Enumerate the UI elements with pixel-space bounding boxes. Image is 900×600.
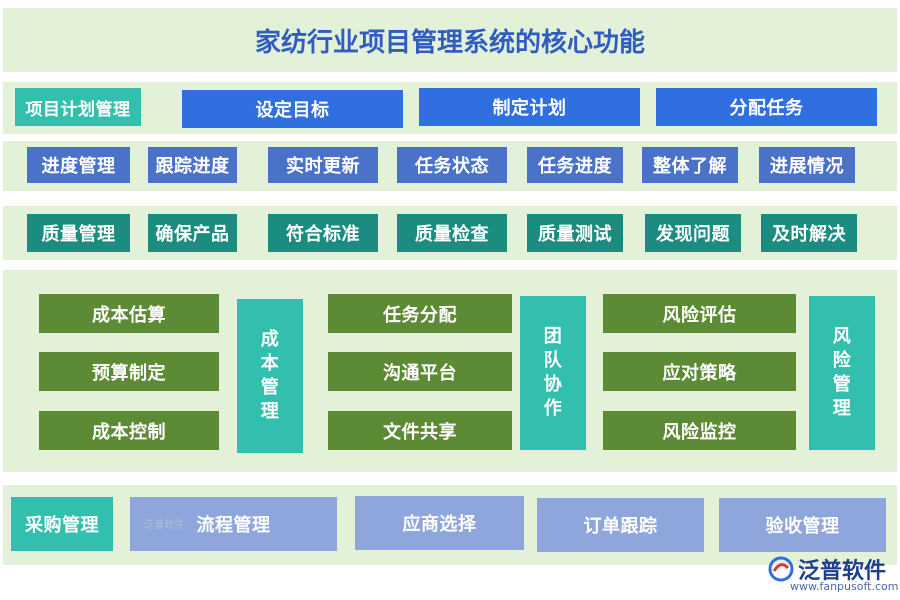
cost-group-label-text: 成本管理 bbox=[260, 329, 280, 422]
team-item-1[interactable]: 沟通平台 bbox=[328, 352, 512, 391]
purchase-item-3[interactable]: 验收管理 bbox=[719, 498, 886, 552]
team-item-0[interactable]: 任务分配 bbox=[328, 294, 512, 333]
team-item-2[interactable]: 文件共享 bbox=[328, 411, 512, 450]
quality-item-3[interactable]: 质量检查 bbox=[397, 214, 507, 252]
brand-url: www.fanpusoft.com bbox=[790, 580, 899, 593]
quality-item-4[interactable]: 质量测试 bbox=[527, 214, 623, 252]
cost-group-label[interactable]: 成本管理 bbox=[237, 299, 303, 453]
brand: 泛普软件 bbox=[768, 553, 886, 585]
progress-item-0[interactable]: 进度管理 bbox=[27, 147, 130, 183]
watermark: 泛普软件 bbox=[144, 516, 184, 531]
risk-item-1[interactable]: 应对策略 bbox=[603, 352, 796, 391]
plan-label[interactable]: 项目计划管理 bbox=[15, 88, 141, 126]
purchase-label[interactable]: 采购管理 bbox=[11, 497, 113, 551]
progress-item-4[interactable]: 任务进度 bbox=[527, 147, 623, 183]
purchase-item-2[interactable]: 订单跟踪 bbox=[537, 498, 704, 552]
progress-item-3[interactable]: 任务状态 bbox=[397, 147, 507, 183]
progress-item-5[interactable]: 整体了解 bbox=[642, 147, 738, 183]
plan-item-set-goal[interactable]: 设定目标 bbox=[182, 90, 403, 128]
team-group-label-text: 团队协作 bbox=[543, 326, 563, 419]
brand-logo-icon bbox=[768, 556, 794, 582]
quality-item-1[interactable]: 确保产品 bbox=[148, 214, 237, 252]
page-title: 家纺行业项目管理系统的核心功能 bbox=[254, 28, 645, 58]
quality-item-5[interactable]: 发现问题 bbox=[645, 214, 741, 252]
quality-item-6[interactable]: 及时解决 bbox=[761, 214, 857, 252]
progress-item-6[interactable]: 进展情况 bbox=[759, 147, 855, 183]
cost-item-1[interactable]: 预算制定 bbox=[39, 352, 219, 391]
purchase-item-1[interactable]: 应商选择 bbox=[355, 496, 524, 550]
brand-name: 泛普软件 bbox=[798, 559, 887, 584]
watermark-text: 泛普软件 bbox=[144, 520, 184, 531]
cost-item-0[interactable]: 成本估算 bbox=[39, 294, 219, 333]
progress-item-2[interactable]: 实时更新 bbox=[268, 147, 378, 183]
risk-item-0[interactable]: 风险评估 bbox=[603, 294, 796, 333]
plan-item-make-plan[interactable]: 制定计划 bbox=[419, 88, 640, 126]
title-band bbox=[3, 8, 897, 72]
quality-item-2[interactable]: 符合标准 bbox=[268, 214, 378, 252]
team-group-label[interactable]: 团队协作 bbox=[520, 296, 586, 450]
purchase-item-0[interactable]: 流程管理 bbox=[130, 497, 337, 551]
plan-item-assign-task[interactable]: 分配任务 bbox=[656, 88, 877, 126]
risk-group-label[interactable]: 风险管理 bbox=[809, 296, 875, 450]
cost-item-2[interactable]: 成本控制 bbox=[39, 411, 219, 450]
progress-item-1[interactable]: 跟踪进度 bbox=[148, 147, 237, 183]
risk-item-2[interactable]: 风险监控 bbox=[603, 411, 796, 450]
quality-item-0[interactable]: 质量管理 bbox=[27, 214, 130, 252]
risk-group-label-text: 风险管理 bbox=[832, 326, 852, 419]
